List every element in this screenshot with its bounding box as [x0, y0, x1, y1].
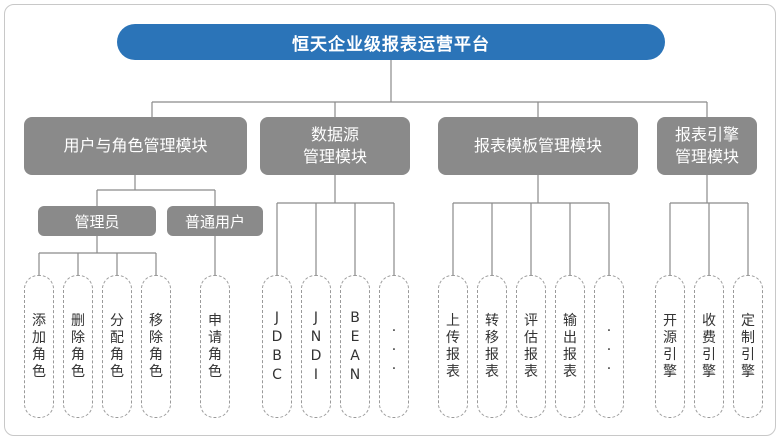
leaf-template-more: . . . [594, 275, 624, 418]
leaf-evaluate-report: 评 估 报 表 [516, 275, 546, 418]
leaf-remove-role: 移 除 角 色 [141, 275, 171, 418]
leaf-request-role: 申 请 角 色 [200, 275, 230, 418]
leaf-bean: B E A N [340, 275, 370, 418]
module-report-engine: 报表引擎 管理模块 [657, 117, 757, 175]
platform-title: 恒天企业级报表运营平台 [117, 24, 665, 60]
leaf-delete-role: 删 除 角 色 [63, 275, 93, 418]
module-user-role: 用户与角色管理模块 [24, 117, 247, 175]
leaf-jndi: J N D I [301, 275, 331, 418]
leaf-add-role: 添 加 角 色 [24, 275, 54, 418]
group-normal-user: 普通用户 [167, 206, 263, 236]
diagram-frame [4, 4, 776, 436]
leaf-assign-role: 分 配 角 色 [102, 275, 132, 418]
leaf-export-report: 输 出 报 表 [555, 275, 585, 418]
leaf-upload-report: 上 传 报 表 [438, 275, 468, 418]
leaf-custom-engine: 定 制 引 擎 [733, 275, 763, 418]
leaf-jdbc: J D B C [262, 275, 292, 418]
module-datasource: 数据源 管理模块 [260, 117, 410, 175]
leaf-paid-engine: 收 费 引 擎 [694, 275, 724, 418]
leaf-datasource-more: . . . [379, 275, 409, 418]
module-report-template: 报表模板管理模块 [438, 117, 638, 175]
group-admin: 管理员 [38, 206, 156, 236]
leaf-transfer-report: 转 移 报 表 [477, 275, 507, 418]
leaf-open-source-engine: 开 源 引 擎 [655, 275, 685, 418]
